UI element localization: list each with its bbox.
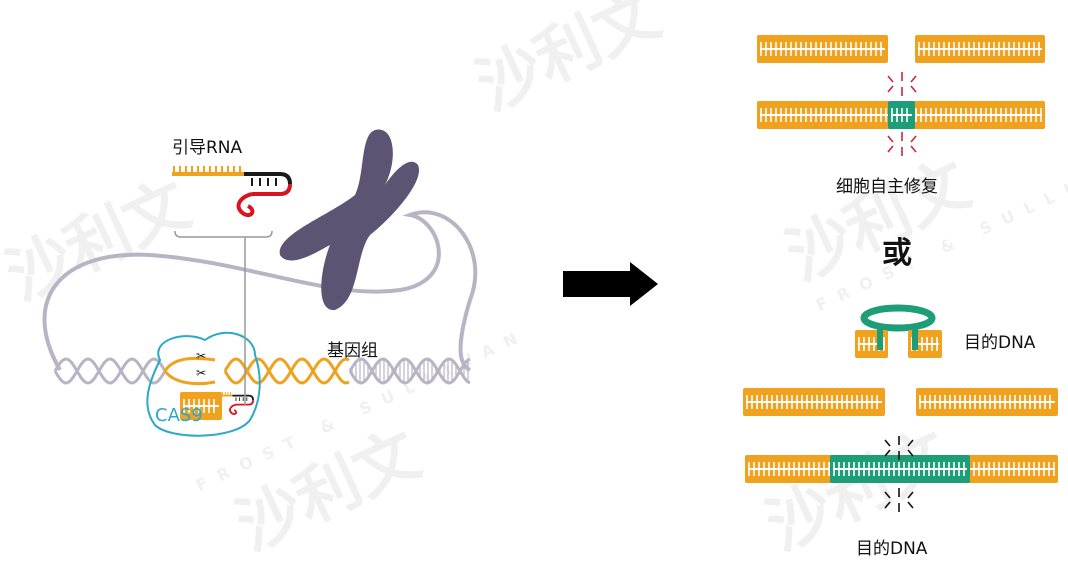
inserted-target-dna-mid (833, 468, 967, 470)
genome-helix-left-strand (53, 357, 167, 385)
rna-loop (229, 403, 238, 415)
cut-dna-left-2-mid (746, 401, 882, 403)
donor-flank-left (855, 330, 888, 358)
guide-rna-strand (172, 172, 244, 176)
genome-helix-left-strand (53, 357, 167, 385)
repair-patch (888, 101, 915, 129)
hairpin-red (236, 400, 255, 406)
spark-icon (884, 501, 891, 509)
guide-rna-label: 引导RNA (172, 138, 243, 158)
hairpin-rungs (251, 178, 277, 186)
donor-arms (877, 325, 918, 350)
cas9-guide-bound-mid (183, 405, 219, 407)
donor-flank-left-mid (858, 343, 885, 345)
cut-dna-right-mid (918, 48, 1042, 50)
hairpin-red (252, 183, 292, 196)
spark-icon (910, 75, 917, 83)
or-label: 或 (882, 236, 912, 271)
rna-loop (236, 192, 255, 217)
target-dna-bottom-label: 目的DNA (856, 539, 928, 559)
cut-dna-left-rungs (760, 42, 882, 56)
spark-icon (910, 85, 917, 93)
hairpin-rungs (235, 397, 248, 402)
cut-dna-left-2 (743, 388, 885, 416)
cut-dna-right-rungs (918, 42, 1040, 56)
spark-icon (884, 449, 891, 457)
cas9-guide-bound-rungs (183, 399, 215, 413)
cut-dna-left (757, 35, 888, 63)
hairpin-black (244, 172, 292, 185)
repaired-dna-rungs (760, 108, 1042, 122)
cut-dna-right-2-rungs (919, 395, 1051, 409)
guide-rna-bases (173, 166, 241, 172)
spark-icon (907, 449, 914, 457)
cut-dna-right (915, 35, 1045, 63)
cut-dna-left-mid (760, 48, 885, 50)
guide-rna-strand (200, 394, 233, 397)
spark-icon (910, 135, 917, 143)
spark-icon (887, 145, 894, 153)
arrow-right-icon (563, 262, 658, 306)
cas9-guide-bound (180, 392, 222, 420)
spark-icon (884, 491, 891, 499)
target-helix (223, 357, 350, 385)
cut-dna-right-2 (916, 388, 1058, 416)
donor-flank-right-mid (911, 343, 939, 345)
opened-strands (163, 356, 216, 386)
repair-patch-rungs (891, 108, 908, 122)
genome-helix-right-strand (348, 357, 471, 385)
hairpin-black (232, 394, 255, 401)
repair-sparks-bottom (887, 132, 917, 156)
self-repair-label: 细胞自主修复 (836, 177, 938, 197)
genome-helix-right-strand (348, 357, 471, 385)
cut-dna-right-2-mid (919, 401, 1055, 403)
inserted-target-dna (830, 455, 970, 483)
scissors-icon: ✂ (196, 366, 206, 380)
chromosome (279, 129, 420, 311)
spark-icon (884, 439, 891, 447)
donor-flank-left-rungs (858, 337, 885, 351)
repair-sparks-top (887, 72, 917, 96)
cas9-outline (146, 331, 261, 437)
genome-helix-right (348, 357, 471, 385)
inserted-target-dna-rungs (833, 462, 965, 476)
insert-sparks-top (884, 436, 914, 460)
genome-label: 基因组 (327, 341, 378, 361)
spark-icon (887, 75, 894, 83)
spark-icon (907, 439, 914, 447)
target-dna-side-label: 目的DNA (964, 333, 1036, 353)
cut-dna-left-2-rungs (746, 395, 878, 409)
guide-rna (172, 166, 292, 217)
guide-rna-bound (200, 392, 255, 415)
scissors-icon: ✂ (196, 349, 206, 363)
genome-helix-left (53, 357, 167, 385)
donor-dna-ring (860, 304, 936, 332)
genome-thread (42, 210, 478, 372)
spark-icon (887, 85, 894, 93)
cas9-label: CAS9 (155, 405, 203, 426)
spark-icon (907, 491, 914, 499)
spark-icon (907, 501, 914, 509)
guide-rna-bases (200, 392, 232, 395)
spark-icon (910, 145, 917, 153)
insert-sparks-bottom (884, 488, 914, 512)
spark-icon (887, 135, 894, 143)
bracket (174, 230, 273, 238)
